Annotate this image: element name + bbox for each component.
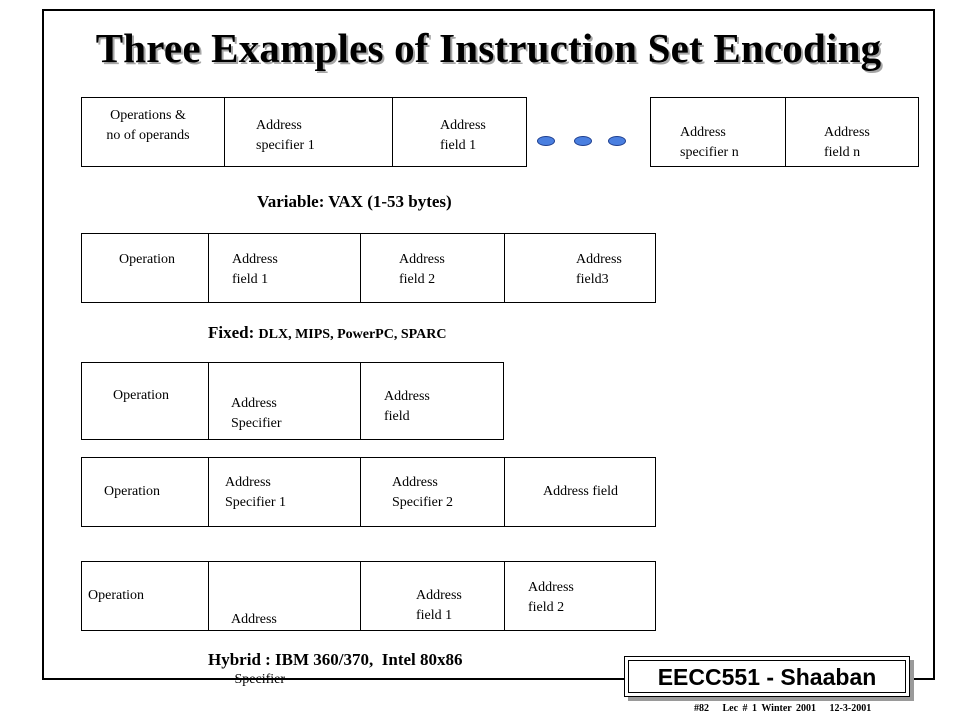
hybrid3-field-address-field-2: Address field 2 [528,580,574,615]
field-divider [360,363,361,439]
field-divider [392,98,393,166]
vax-encoding-left [81,97,527,167]
hybrid3-field-address-field-1: Address field 1 [416,588,462,623]
field-divider [224,98,225,166]
vax-field-address-specifier-1: Address specifier 1 [256,118,315,153]
ellipsis-dot [608,136,626,146]
fixed-caption: Fixed: DLX, MIPS, PowerPC, SPARC [208,323,447,342]
hybrid2-field-operation: Operation [104,484,160,499]
variable-caption: Variable: VAX (1-53 bytes) [257,192,452,211]
vax-field-operations: Operations & no of operands [106,108,190,143]
field-divider [208,363,209,439]
hybrid2-field-address-specifier-1: Address Specifier 1 [225,475,287,510]
fixed-field-address-field-1: Address field 1 [232,252,278,287]
field-divider [504,458,505,526]
field-divider [360,458,361,526]
vax-field-address-field-n: Address field n [824,125,870,160]
slide-footer: #82 Lec # 1 Winter 2001 12-3-2001 [694,703,872,714]
fixed-encoding [81,233,656,303]
hybrid2-field-address-field: Address field [543,484,619,499]
course-badge: EECC551 - Shaaban [624,656,910,697]
ellipsis-dot [574,136,592,146]
course-badge-label: EECC551 - Shaaban [628,660,906,693]
hybrid-encoding-3 [81,561,656,631]
field-divider [785,98,786,166]
field-divider [360,562,361,630]
hybrid1-field-address-field: Address field [384,389,430,424]
field-divider [504,234,505,302]
hybrid3-field-operation: Operation [88,588,144,603]
slide-frame [42,9,935,680]
field-divider [208,562,209,630]
field-divider [208,234,209,302]
hybrid-encoding-1 [81,362,504,440]
hybrid3-field-address-specifier: Address Specifier [231,612,286,687]
field-divider [360,234,361,302]
fixed-field-operation: Operation [119,252,175,267]
slide-title: Three Examples of Instruction Set Encodi… [95,25,882,71]
fixed-field-address-field-3: Address field3 [576,252,622,287]
fixed-field-address-field-2: Address field 2 [399,252,445,287]
hybrid1-field-address-specifier: Address Specifier [231,396,282,431]
vax-field-address-specifier-n: Address specifier n [680,125,739,160]
field-divider [504,562,505,630]
hybrid-encoding-2 [81,457,656,527]
hybrid1-field-operation: Operation [113,388,169,403]
field-divider [208,458,209,526]
hybrid2-field-address-specifier-2: Address Specifier 2 [392,475,454,510]
ellipsis-dot [537,136,555,146]
vax-field-address-field-1: Address field 1 [440,118,486,153]
hybrid-caption: Hybrid : IBM 360/370, Intel 80x86 [208,650,463,669]
vax-encoding-right [650,97,919,167]
